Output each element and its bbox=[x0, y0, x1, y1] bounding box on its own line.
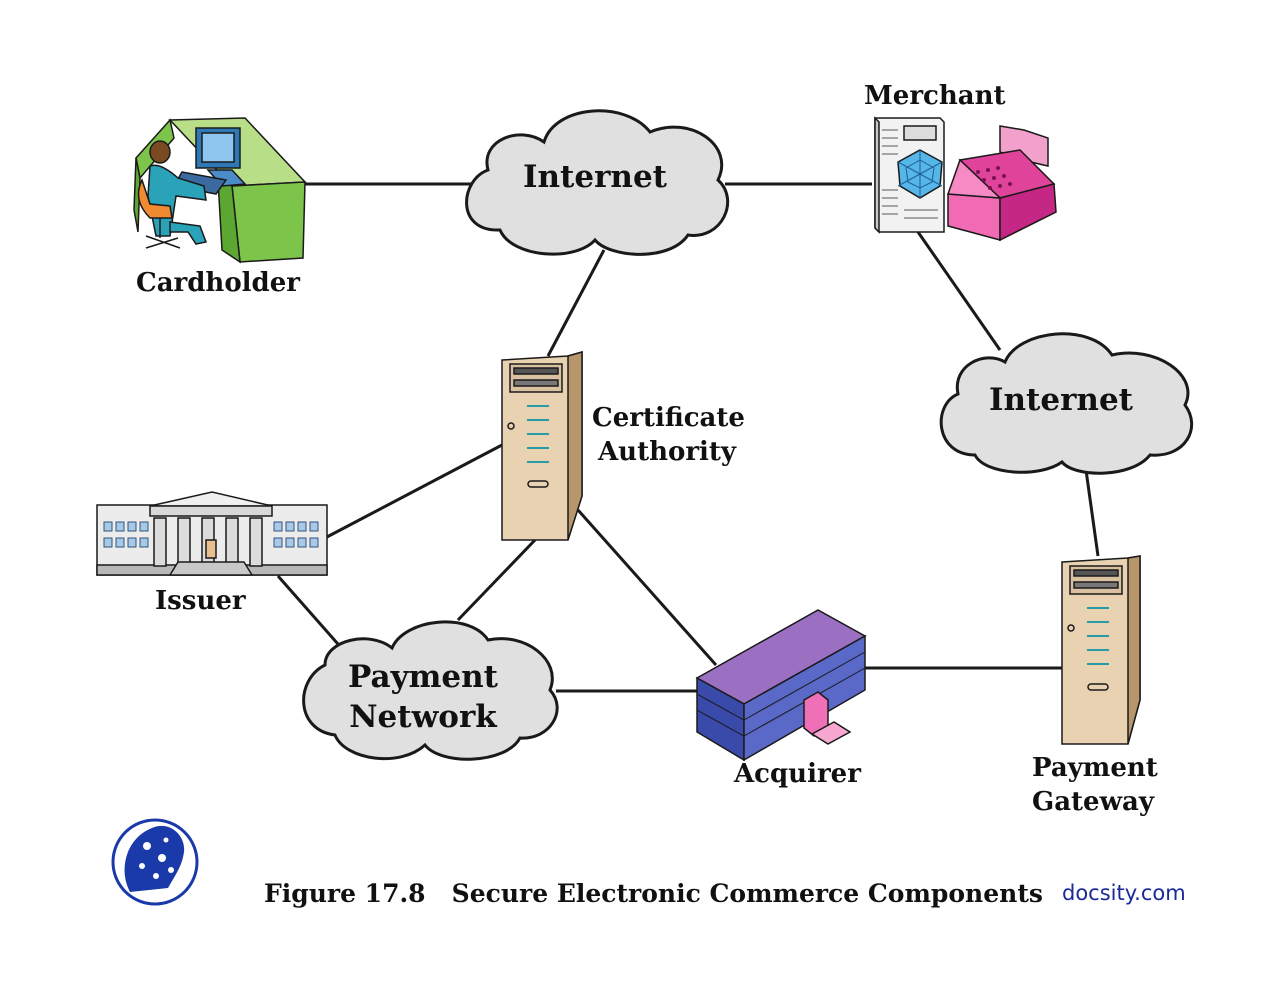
merchant-label: Merchant bbox=[864, 81, 1006, 111]
edge-ca-paymentnet bbox=[456, 538, 537, 622]
cardholder-label: Cardholder bbox=[136, 268, 300, 298]
acquirer-label: Acquirer bbox=[734, 759, 861, 789]
cardholder-icon bbox=[133, 117, 307, 264]
internet-cloud-top bbox=[465, 109, 730, 256]
certificate-authority-label-line2: Authority bbox=[598, 437, 737, 467]
merchant-icon bbox=[874, 116, 1057, 242]
edge-issuer-ca bbox=[324, 443, 503, 540]
payment-network-label-line1: Payment bbox=[348, 659, 498, 695]
issuer-bank-icon bbox=[96, 491, 328, 576]
issuer-label: Issuer bbox=[155, 586, 246, 616]
payment-gateway-label-line1: Payment bbox=[1032, 753, 1158, 783]
internet-right-label: Internet bbox=[989, 382, 1133, 418]
certificate-authority-server-icon bbox=[501, 351, 583, 541]
edge-ca-acquirer bbox=[576, 509, 718, 666]
payment-network-label-line2: Network bbox=[349, 699, 497, 735]
edge-merchant-internet bbox=[916, 231, 1002, 351]
edge-internet-gateway bbox=[1084, 469, 1100, 557]
docsity-logo-icon bbox=[111, 818, 199, 906]
internet-top-label: Internet bbox=[523, 159, 667, 195]
figure-caption: Figure 17.8 Secure Electronic Commerce C… bbox=[264, 879, 1043, 908]
payment-gateway-server-icon bbox=[1061, 555, 1141, 745]
acquirer-building-icon bbox=[695, 609, 867, 762]
payment-gateway-label-line2: Gateway bbox=[1032, 787, 1154, 817]
docsity-watermark[interactable]: docsity.com bbox=[1062, 881, 1186, 905]
edge-internet-ca bbox=[546, 249, 606, 357]
internet-cloud-right bbox=[939, 332, 1194, 475]
payment-network-cloud bbox=[302, 620, 559, 761]
certificate-authority-label-line1: Certificate bbox=[592, 403, 745, 433]
edge-issuer-paymentnet bbox=[276, 575, 347, 653]
connections bbox=[276, 182, 1100, 693]
